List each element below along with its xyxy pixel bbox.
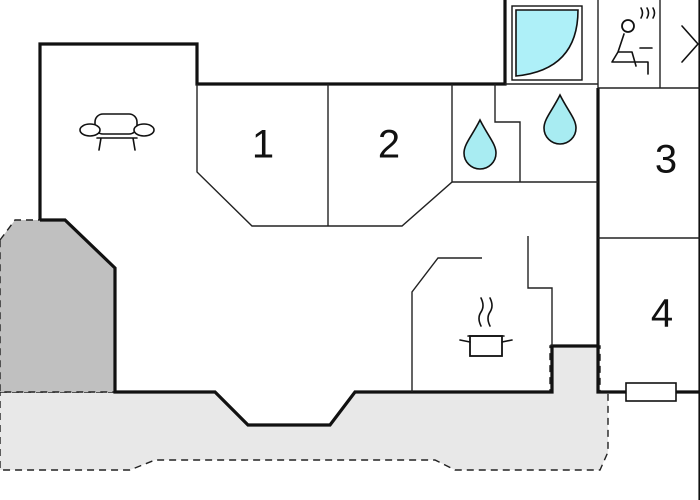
room-label-1: 1 bbox=[252, 123, 274, 167]
shower-cabin-icon bbox=[511, 5, 583, 81]
sofa-icon bbox=[79, 113, 155, 151]
water-drop-icon bbox=[543, 93, 577, 145]
window bbox=[625, 382, 677, 402]
room-label-3: 3 bbox=[655, 138, 677, 182]
room-label-2: 2 bbox=[378, 123, 400, 167]
exterior-walls bbox=[38, 0, 700, 500]
cooking-pot-icon bbox=[459, 297, 513, 357]
grey-side-area bbox=[0, 219, 116, 393]
sauna-icon bbox=[611, 7, 656, 75]
interior-walls bbox=[196, 0, 700, 392]
room-label-4: 4 bbox=[651, 292, 673, 336]
water-drop-icon bbox=[463, 118, 497, 170]
chevron-right-icon bbox=[681, 25, 699, 63]
